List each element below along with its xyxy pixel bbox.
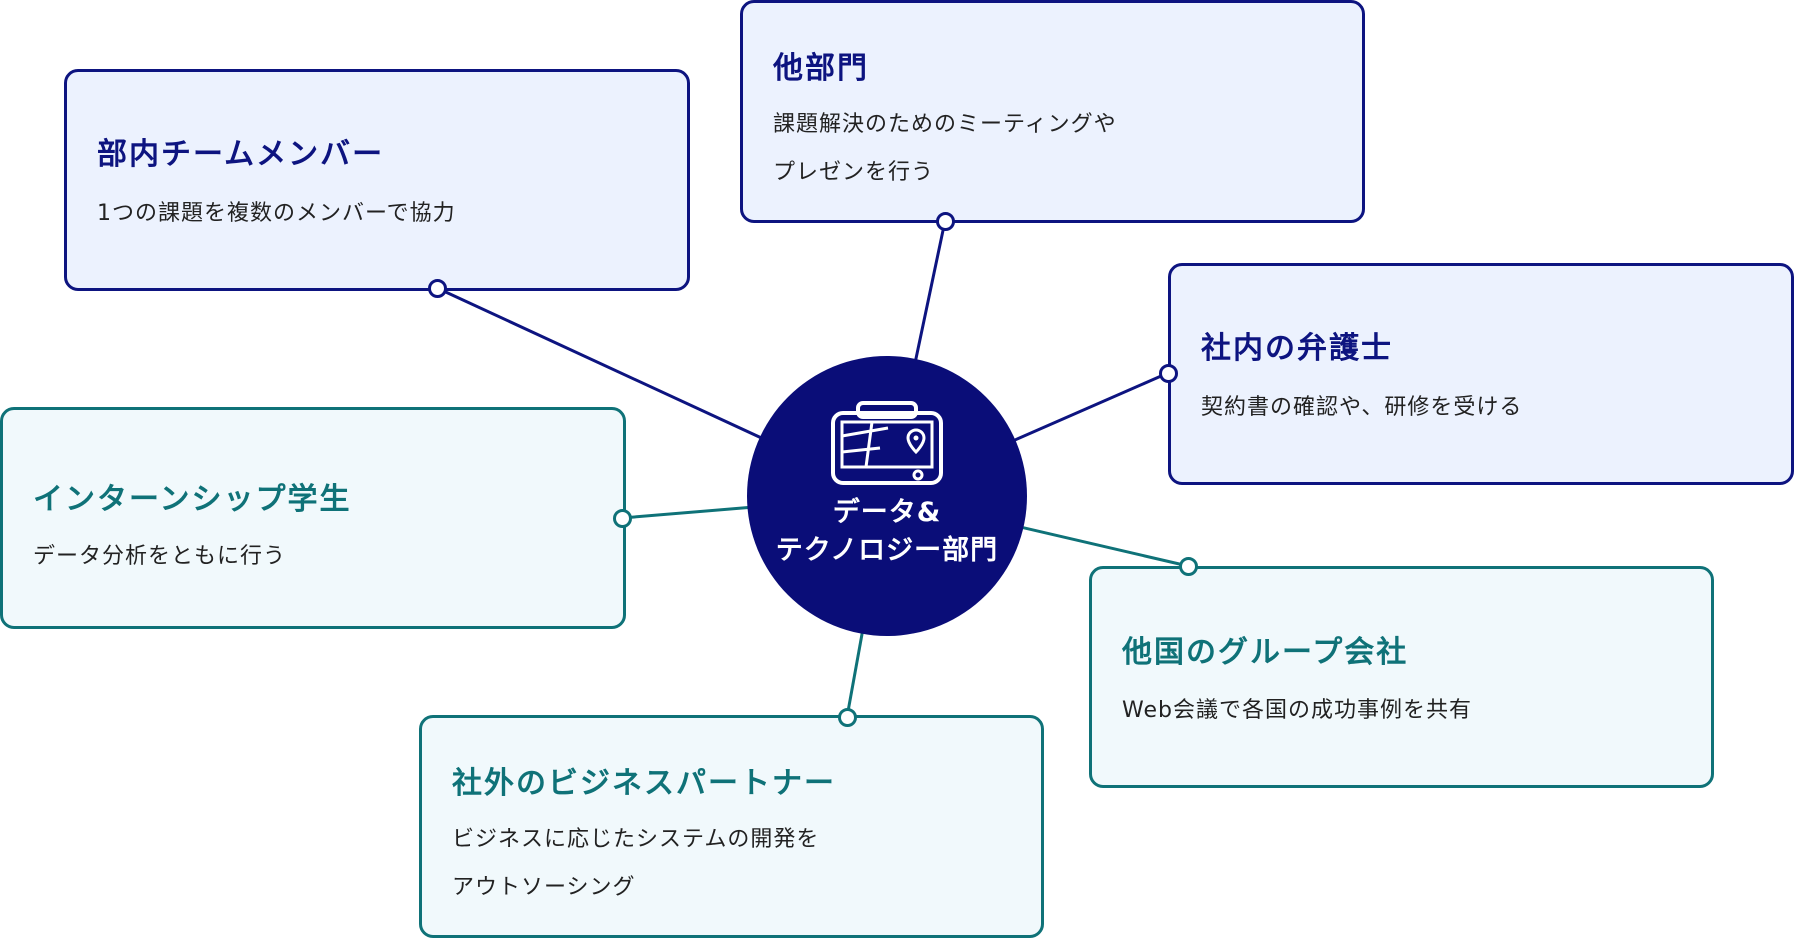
- card-description-line: ビジネスに応じたシステムの開発を: [452, 827, 820, 852]
- card-title: 他国のグループ会社: [1122, 635, 1409, 670]
- card-description: 契約書の確認や、研修を受ける: [1201, 384, 1522, 432]
- card-title: 社外のビジネスパートナー: [452, 766, 836, 801]
- tablet-map-icon: [831, 401, 943, 485]
- card-description: 1つの課題を複数のメンバーで協力: [97, 190, 456, 238]
- card-description-line: プレゼンを行う: [773, 160, 935, 185]
- hub-label-line: テクノロジー部門: [775, 535, 999, 566]
- card-business-partners: 社外のビジネスパートナー ビジネスに応じたシステムの開発を アウトソーシング: [419, 715, 1044, 938]
- card-description: データ分析をともに行う: [33, 533, 286, 581]
- card-description: Web会議で各国の成功事例を共有: [1122, 687, 1472, 735]
- card-inhouse-lawyer: 社内の弁護士 契約書の確認や、研修を受ける: [1168, 263, 1794, 485]
- connector-node-group-company: [1179, 557, 1198, 576]
- card-description: ビジネスに応じたシステムの開発を アウトソーシング: [452, 816, 819, 912]
- card-other-departments: 他部門 課題解決のためのミーティングや プレゼンを行う: [740, 0, 1365, 223]
- card-team-members: 部内チームメンバー 1つの課題を複数のメンバーで協力: [64, 69, 690, 291]
- hub-label: データ& テクノロジー部門: [747, 494, 1027, 570]
- connector-node-intern: [613, 509, 632, 528]
- card-description-line: 契約書の確認や、研修を受ける: [1201, 395, 1523, 420]
- card-title: 部内チームメンバー: [97, 137, 385, 172]
- hub-label-line: データ&: [832, 497, 942, 528]
- connector-node-partner: [838, 708, 857, 727]
- card-description-line: データ分析をともに行う: [33, 544, 287, 569]
- card-description-line: Web会議で各国の成功事例を共有: [1122, 698, 1472, 723]
- card-title: 他部門: [773, 51, 869, 86]
- hub-circle: データ& テクノロジー部門: [747, 356, 1027, 636]
- card-title: 社内の弁護士: [1201, 331, 1393, 366]
- card-group-companies: 他国のグループ会社 Web会議で各国の成功事例を共有: [1089, 566, 1714, 788]
- card-description: 課題解決のためのミーティングや プレゼンを行う: [773, 101, 1117, 197]
- connector-node-lawyer: [1159, 364, 1178, 383]
- card-description-line: アウトソーシング: [452, 875, 636, 900]
- card-intern-students: インターンシップ学生 データ分析をともに行う: [0, 407, 626, 629]
- card-title: インターンシップ学生: [33, 482, 352, 517]
- connector-node-team: [428, 279, 447, 298]
- connector-node-other-dept: [936, 212, 955, 231]
- card-description-line: 1つの課題を複数のメンバーで協力: [97, 201, 456, 226]
- card-description-line: 課題解決のためのミーティングや: [773, 112, 1117, 137]
